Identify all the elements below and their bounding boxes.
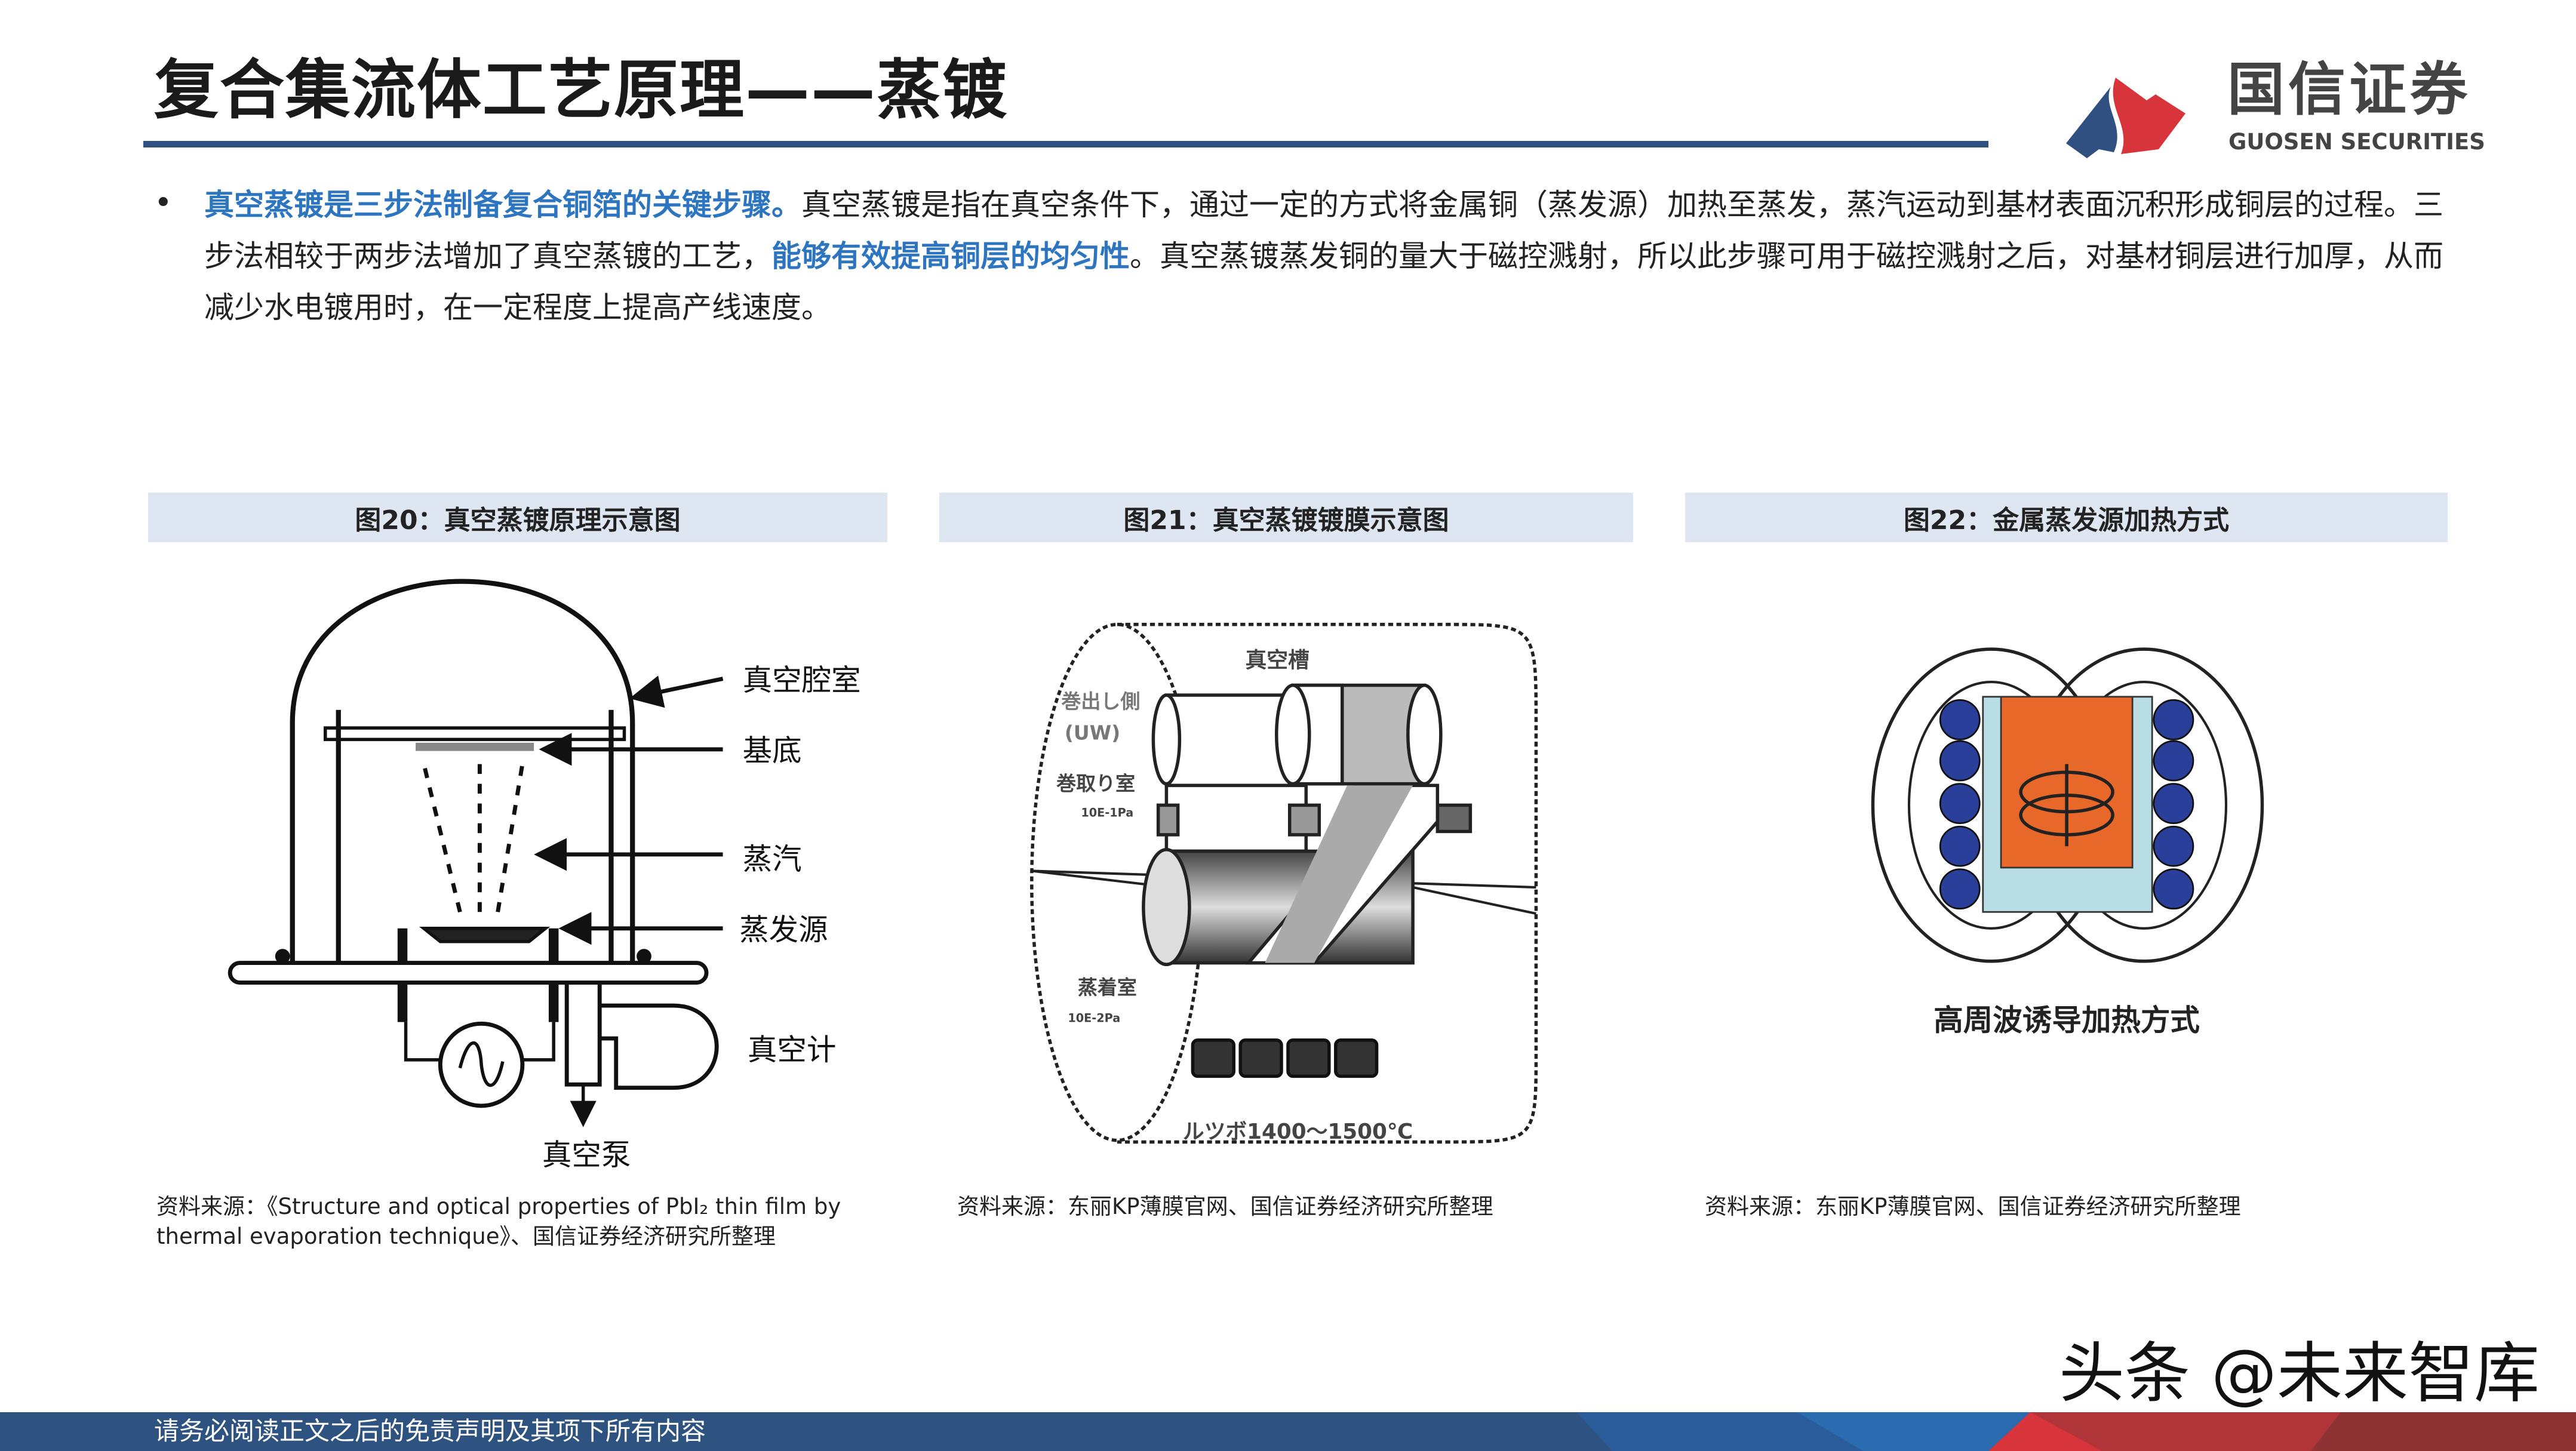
vacuum-chamber-dome <box>290 579 635 961</box>
figure-22-source: 资料来源：东丽KP薄膜官网、国信证券经济研究所整理 <box>1705 1194 2241 1219</box>
figure-20-source: 资料来源：《Structure and optical properties o… <box>156 1192 841 1252</box>
footer-band <box>0 1412 2576 1451</box>
coil-right <box>2153 699 2194 910</box>
paragraph-text-1: 真空蒸镀是指在真空条件下，通过一定的方式将金属铜（蒸发源）加热至蒸发，蒸汽运动到… <box>204 187 2443 273</box>
power-supply-icon <box>438 1021 525 1108</box>
label-vacuum-tank: 真空槽 <box>1245 648 1309 672</box>
label-heating-method: 高周波诱导加热方式 <box>1933 1003 2200 1037</box>
guosen-logo-icon <box>2066 78 2185 158</box>
label-source: 蒸发源 <box>739 912 828 947</box>
label-unwind: 巻出し側 <box>1060 690 1140 713</box>
logo-text-en: GUOSEN SECURITIES <box>2228 129 2485 155</box>
roll-coating-diagram <box>1030 623 1538 1144</box>
page-title: 复合集流体工艺原理——蒸镀 <box>154 53 1009 128</box>
label-crucible: ルツボ1400～1500℃ <box>1183 1120 1413 1144</box>
figure-20-title: 图20：真空蒸镀原理示意图 <box>148 493 887 542</box>
highlight-uniformity: 能够有效提高铜层的均匀性 <box>771 239 1130 273</box>
label-chamber: 真空腔室 <box>743 663 861 697</box>
label-deposition-pressure: 10E-2Pa <box>1068 1012 1120 1025</box>
label-substrate: 基底 <box>743 733 802 768</box>
label-pump: 真空泵 <box>542 1138 631 1172</box>
paragraph-text-2: 。真空蒸镀蒸发铜的量大于磁控溅射，所以此步骤可用于磁控溅射之后，对基材铜层进行加… <box>204 239 2443 325</box>
label-vapor: 蒸汽 <box>743 842 802 877</box>
substrate <box>416 742 534 751</box>
vacuum-evaporation-diagram <box>228 579 724 1127</box>
label-gauge: 真空计 <box>748 1032 837 1067</box>
label-unwind-abbr: (UW) <box>1065 721 1120 744</box>
induction-heating-diagram <box>1871 647 2264 963</box>
figure-20-source-line1: 资料来源：《Structure and optical properties o… <box>156 1194 841 1219</box>
footer-disclaimer: 请务必阅读正文之后的免责声明及其项下所有内容 <box>154 1416 706 1446</box>
vapor-lines <box>422 763 525 913</box>
bullet-marker: • <box>154 185 173 221</box>
title-underline <box>143 141 1988 147</box>
figure-21-source: 资料来源：东丽KP薄膜官网、国信证券经济研究所整理 <box>957 1194 1493 1219</box>
vacuum-gauge <box>600 1003 719 1090</box>
footer-decoration <box>1576 1412 2576 1451</box>
figure-20-source-line2: thermal evaporation technique》、国信证券经济研究所… <box>156 1223 776 1249</box>
highlight-key-step: 真空蒸镀是三步法制备复合铜箔的关键步骤。 <box>204 187 801 222</box>
watermark: 头条 @未来智库 <box>2059 1335 2540 1412</box>
figure-22-title: 图22：金属蒸发源加热方式 <box>1685 493 2448 542</box>
coil-left <box>1939 699 1981 910</box>
label-deposition-room: 蒸着室 <box>1078 976 1137 999</box>
label-winding-pressure: 10E-1Pa <box>1081 806 1133 820</box>
label-winding-room: 巻取り室 <box>1056 772 1135 795</box>
logo-text-cn: 国信证券 <box>2227 56 2471 123</box>
body-paragraph: 真空蒸镀是三步法制备复合铜箔的关键步骤。真空蒸镀是指在真空条件下，通过一定的方式… <box>204 179 2467 333</box>
figure-21-title: 图21：真空蒸镀镀膜示意图 <box>939 493 1633 542</box>
evaporation-source <box>419 927 551 943</box>
